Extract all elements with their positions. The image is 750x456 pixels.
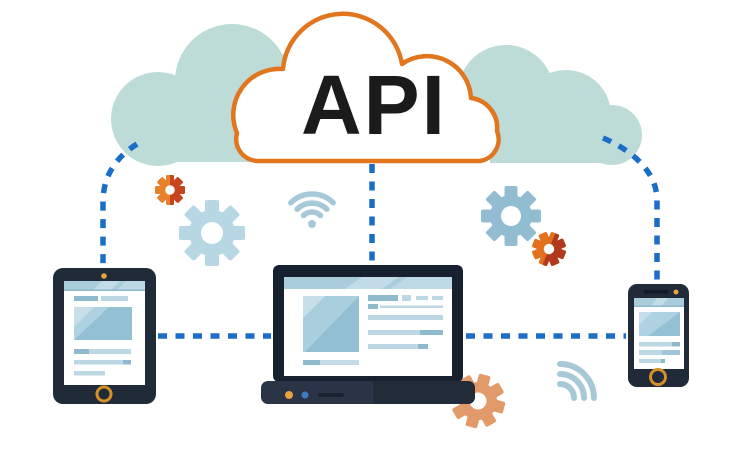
connector-cloud-to-tablet	[100, 141, 139, 268]
wifi-icon-center	[288, 191, 336, 228]
gear-icon-blue-left	[179, 200, 245, 266]
tablet-camera-dot	[101, 273, 107, 279]
api-cloud-shape	[231, 11, 501, 164]
tablet-screen-content	[64, 281, 145, 376]
wifi-icon-phone	[557, 361, 597, 401]
laptop-screen-content	[284, 277, 452, 365]
smartphone-device	[628, 284, 689, 387]
gear-icon-red-right	[532, 232, 566, 266]
tablet-device	[53, 268, 156, 404]
gear-icon-blue-right	[481, 186, 541, 246]
connector-cloud-to-phone	[601, 135, 660, 282]
api-label: API	[301, 58, 447, 152]
phone-screen-content	[634, 298, 684, 363]
gear-icon-orange-left	[155, 175, 185, 205]
tablet-home-button	[95, 385, 113, 403]
laptop-power-dot-blue	[301, 391, 309, 399]
laptop-power-dot-orange	[285, 391, 293, 399]
laptop-device	[261, 265, 475, 404]
phone-home-button	[649, 368, 667, 386]
background-cloud-right	[458, 45, 642, 165]
phone-speaker	[644, 290, 668, 294]
laptop-trackpad-slot	[318, 393, 344, 397]
connection-lines	[100, 135, 660, 339]
phone-camera-dot	[673, 289, 679, 295]
